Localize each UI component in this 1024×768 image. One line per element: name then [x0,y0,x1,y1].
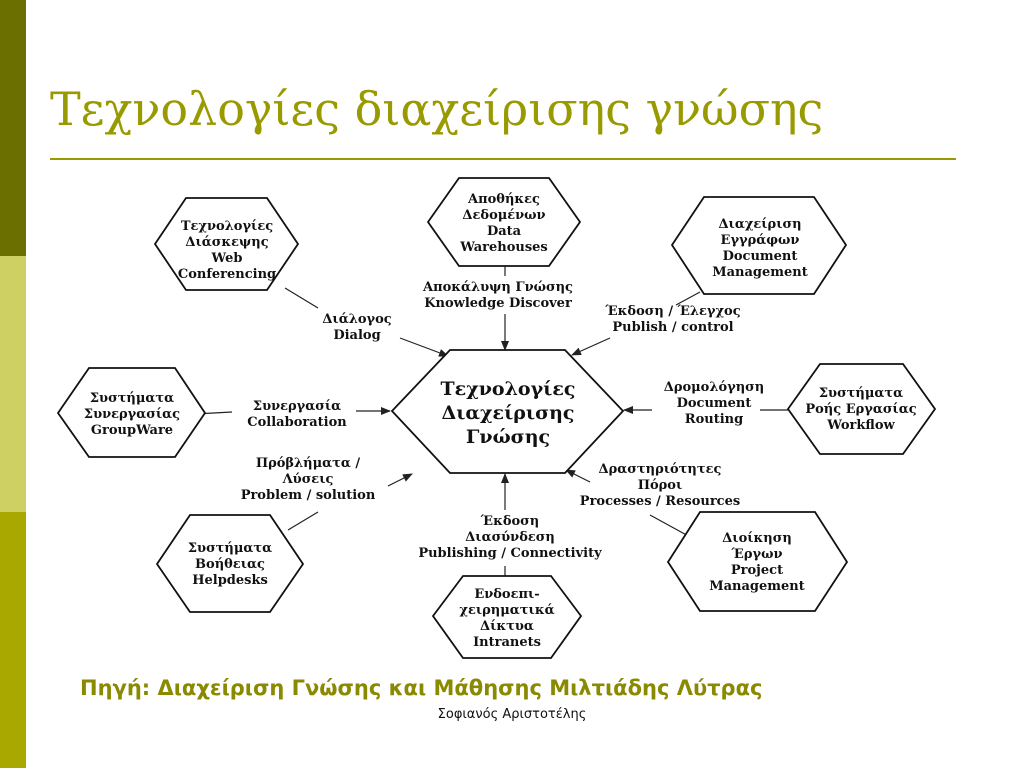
label-line: Διασύνδεση [465,530,555,545]
node-line: Management [712,265,808,280]
hexagon-groupware [56,367,207,458]
center-line: Τεχνολογίες [441,378,576,400]
arrow-problem-solution [287,511,319,531]
hexagon-center [390,349,625,474]
label-line: Document [677,396,752,411]
arrow-problem-solution [387,473,413,487]
label-knowledge-discovery: Αποκάλυψη Γνώσης Knowledge Discover [422,280,573,311]
label-document-routing: Δρομολόγηση Document Routing [664,380,764,427]
node-line: Web [211,251,243,266]
label-line: Δρομολόγηση [664,380,764,395]
node-intranets: Ενδοεπι- χειρηματικά Δίκτυα Intranets [459,587,554,650]
label-line: Πόροι [638,478,683,493]
node-line: Διάσκεψης [185,235,268,250]
source-citation: Πηγή: Διαχείριση Γνώσης και Μάθησης Μιλτ… [80,676,763,700]
node-web-conferencing: Τεχνολογίες Διάσκεψης Web Conferencing [178,219,276,282]
hexagon-helpdesks [155,514,305,613]
sidebar-segment-top [0,0,26,256]
label-problem-solution: Πρόβλήματα / Λύσεις Problem / solution [241,456,376,503]
node-line: Αποθήκες [467,192,540,207]
label-line: Δραστηριότητες [599,462,722,477]
label-line: Λύσεις [282,472,334,487]
arrow-dialog [399,337,449,357]
center-line: Γνώσης [466,426,550,448]
node-line: Ροής Εργασίας [805,402,916,417]
node-workflow: Συστήματα Ροής Εργασίας Workflow [805,386,916,433]
node-line: χειρηματικά [459,603,554,618]
label-line: Processes / Resources [580,494,740,509]
author-footer: Σοφιανός Αριστοτέλης [437,707,587,722]
node-helpdesks: Συστήματα Βοήθειας Helpdesks [188,541,272,588]
sidebar-segment-middle [0,256,26,512]
sidebar-accent [0,0,26,768]
label-line: Routing [685,412,743,427]
node-line: Συστήματα [90,391,174,406]
label-collaboration: Συνεργασία Collaboration [247,399,347,430]
label-publish-control: Έκδοση / Έλεγχος Publish / control [604,304,740,335]
node-line: Workflow [826,418,895,433]
node-center: Τεχνολογίες Διαχείρισης Γνώσης [441,378,576,448]
label-line: Αποκάλυψη Γνώσης [422,280,573,295]
node-line: Helpdesks [192,573,268,588]
node-project-management: Διοίκηση Έργων Project Management [709,531,805,594]
label-line: Έκδοση / Έλεγχος [604,304,740,319]
node-line: Συστήματα [819,386,903,401]
node-line: Δεδομένων [462,208,545,223]
node-line: Project [731,563,783,578]
label-line: Διάλογος [322,312,391,327]
hexagons [56,177,937,659]
node-line: GroupWare [91,423,173,438]
label-line: Problem / solution [241,488,376,503]
node-line: Εγγράφων [721,233,800,248]
node-line: Διοίκηση [722,531,792,546]
node-line: Δίκτυα [480,619,534,634]
node-line: Ενδοεπι- [474,587,539,602]
hexagon-project-management [666,511,849,612]
label-line: Πρόβλήματα / [256,456,361,471]
title-underline [50,158,956,160]
node-line: Warehouses [459,240,548,255]
slide-title: Τεχνολογίες διαχείρισης γνώσης [50,82,824,136]
label-line: Συνεργασία [253,399,341,414]
hexagon-workflow [786,363,937,455]
label-processes-resources: Δραστηριότητες Πόροι Processes / Resourc… [580,462,740,509]
hexagon-web-conferencing [153,197,300,291]
node-line: Βοήθειας [195,557,265,572]
node-line: Document [723,249,798,264]
hexagon-data-warehouses [426,177,582,267]
label-line: Publishing / Connectivity [418,546,602,561]
node-document-management: Διαχείριση Εγγράφων Document Management [712,217,808,280]
node-line: Συστήματα [188,541,272,556]
label-line: Dialog [333,328,380,343]
hexagon-intranets [431,575,583,659]
node-line: Διαχείριση [718,217,801,232]
node-line: Conferencing [178,267,276,282]
node-line: Έργων [731,547,783,562]
arrow-publish-control [675,291,701,306]
label-publishing-connectivity: Έκδοση Διασύνδεση Publishing / Connectiv… [418,514,602,561]
label-line: Knowledge Discover [424,296,572,311]
node-groupware: Συστήματα Συνεργασίας GroupWare [84,391,180,438]
arrow-publish-control [571,337,611,356]
node-line: Intranets [473,635,541,650]
label-line: Collaboration [247,415,347,430]
sidebar-segment-bottom [0,512,26,768]
node-line: Συνεργασίας [84,407,180,422]
arrow-processes-resources [565,469,591,483]
node-data-warehouses: Αποθήκες Δεδομένων Data Warehouses [459,192,548,255]
node-line: Τεχνολογίες [181,219,273,234]
label-line: Publish / control [612,320,733,335]
node-line: Data [487,224,522,239]
label-line: Έκδοση [480,514,539,529]
label-dialog: Διάλογος Dialog [322,312,391,343]
hexagon-document-management [670,196,848,295]
node-line: Management [709,579,805,594]
arrow-dialog [284,287,319,309]
center-line: Διαχείρισης [441,402,574,424]
